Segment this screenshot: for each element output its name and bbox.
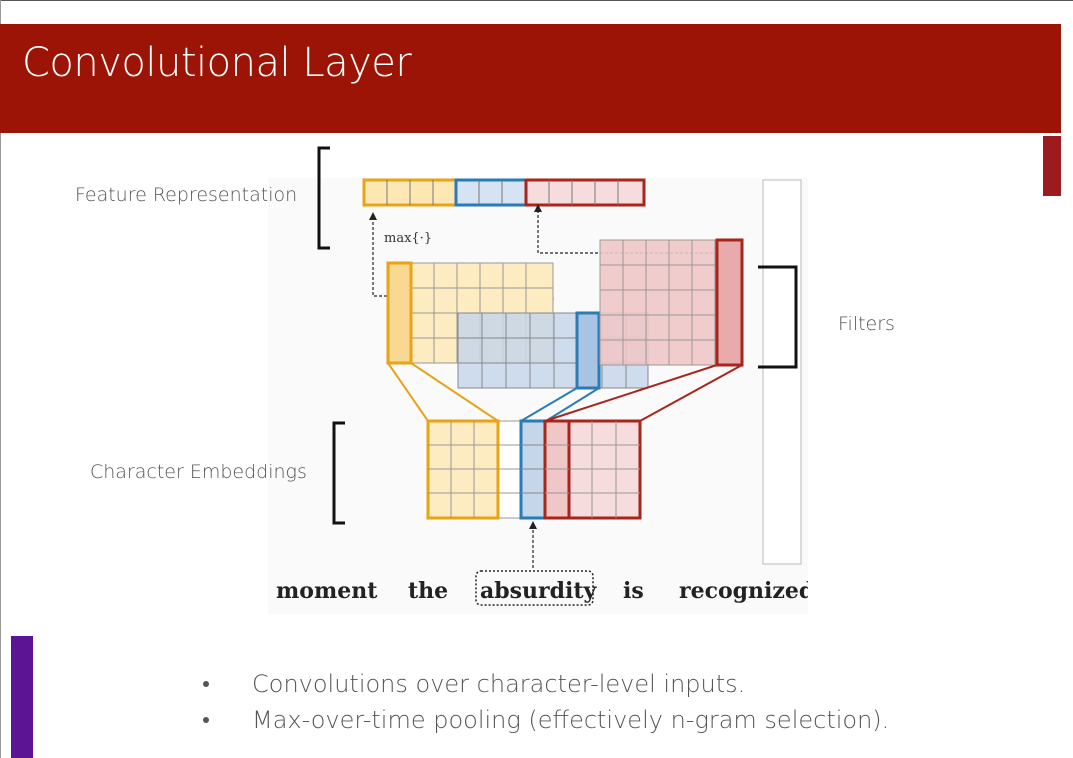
filters-label: Filters (838, 313, 895, 335)
filter-connectors (387, 362, 743, 422)
word-absurdity: absurdity (480, 578, 598, 604)
red-filter (599, 238, 744, 367)
right-accent-bar (1043, 136, 1061, 196)
word-moment: moment (276, 578, 378, 604)
bullet-item: Convolutions over character-level inputs… (200, 666, 889, 702)
word-is: is (623, 578, 644, 604)
feature-vector (362, 178, 646, 207)
figure-panel: max{·} (268, 178, 808, 614)
bullet-item: Max-over-time pooling (effectively n-gra… (200, 702, 889, 738)
feature-representation-label: Feature Representation (75, 184, 298, 206)
word-recognized: recognized (679, 578, 808, 604)
word-the: the (408, 578, 448, 604)
bullet-dot-icon (203, 681, 209, 687)
cnn-figure: max{·} (276, 178, 808, 606)
character-embeddings-label: Character Embeddings (90, 461, 307, 483)
max-label: max{·} (384, 231, 432, 246)
bullet-text: Max-over-time pooling (effectively n-gra… (252, 706, 890, 734)
character-embeddings (426, 419, 642, 520)
left-accent-bar (11, 636, 33, 758)
right-frame (762, 179, 802, 565)
bullet-list: Convolutions over character-level inputs… (200, 666, 889, 738)
left-border (0, 0, 1, 758)
bullet-dot-icon (203, 717, 209, 723)
title-bar (0, 24, 1061, 133)
top-border (0, 0, 1073, 1)
bullet-text: Convolutions over character-level inputs… (252, 670, 746, 698)
highlight-word-box (475, 570, 594, 606)
slide-title: Convolutional Layer (22, 40, 412, 86)
